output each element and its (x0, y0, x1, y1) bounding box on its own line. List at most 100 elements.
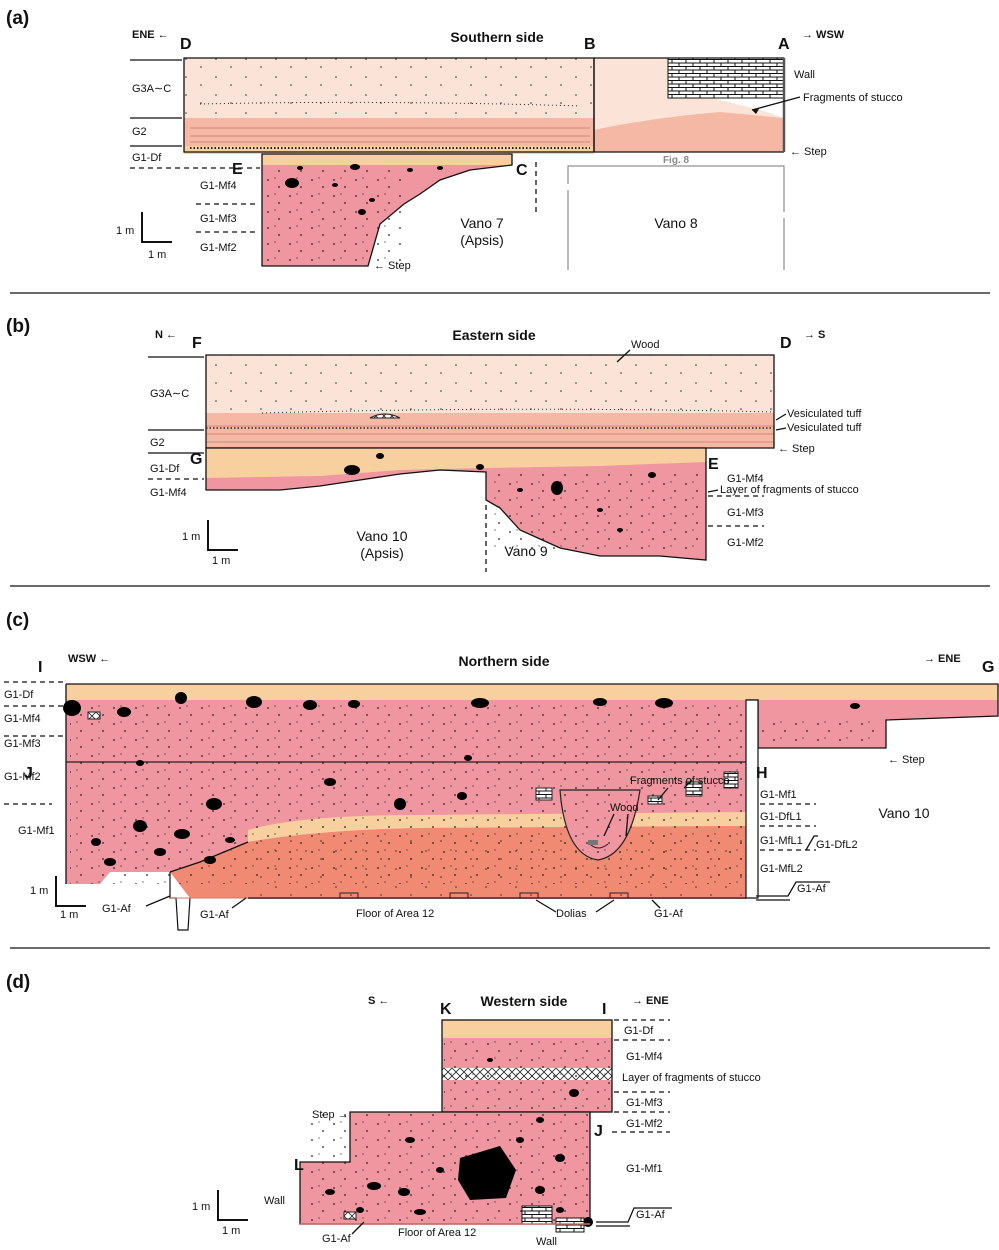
note-af-2: G1-Af (200, 909, 230, 921)
layer-label-right-mfl1-c: G1-MfL1 (760, 835, 803, 847)
pumice-clasts (285, 164, 443, 215)
panel-b-dir-right: → S (804, 329, 825, 341)
panel-a-label: (a) (6, 8, 29, 29)
note-wood-c: Wood (610, 802, 639, 814)
layer-label-df-b: G1-Df (150, 463, 180, 475)
layer-label-mf2-d: G1-Mf2 (626, 1118, 663, 1130)
note-step-a1: ← Step (790, 146, 827, 158)
vano-8-label: Vano 8 (654, 215, 698, 231)
note-af-1: G1-Af (102, 903, 132, 915)
pumice-clasts-c (63, 692, 860, 866)
layer-label-mf4-d: G1-Mf4 (626, 1051, 663, 1063)
layer-label-af-d: G1-Af (636, 1209, 666, 1221)
layer-label-mf3-c: G1-Mf3 (4, 738, 41, 750)
panel-b-title: Eastern side (452, 327, 535, 343)
layer-label-g3-b: G3A∼C (150, 388, 189, 400)
point-d-b: D (780, 335, 792, 352)
note-wall-d2: Wall (536, 1236, 557, 1248)
layer-label-right-dfl1-c: G1-DfL1 (760, 811, 802, 823)
point-g: G (190, 451, 202, 468)
point-c: C (516, 162, 528, 179)
layer-label-mf3: G1-Mf3 (200, 213, 237, 225)
panel-c-label: (c) (6, 610, 29, 631)
point-j-d: J (594, 1123, 603, 1140)
layer-label-right-mf1-c: G1-Mf1 (760, 789, 797, 801)
point-a: A (778, 36, 790, 53)
note-fragments-stucco-c: Fragments of stucco (630, 775, 730, 787)
layer-label-mf4-c: G1-Mf4 (4, 713, 41, 725)
scale-v-d: 1 m (192, 1201, 210, 1213)
layer-label-g1-df: G1-Df (132, 152, 162, 164)
point-d: D (180, 36, 192, 53)
panel-d-label: (d) (6, 972, 30, 993)
note-layer-stucco-d: Layer of fragments of stucco (622, 1072, 761, 1084)
wall-post-c (745, 699, 759, 899)
scale-bar-d (217, 1190, 248, 1221)
scale-bar-c (55, 876, 86, 907)
note-tuff-1: Vesiculated tuff (787, 408, 862, 420)
panel-b-dir-left: N ← (155, 329, 177, 341)
layer-label-mf2: G1-Mf2 (200, 242, 237, 254)
point-f: F (192, 335, 202, 352)
layer-label-df-d: G1-Df (624, 1025, 654, 1037)
panel-c-title: Northern side (458, 653, 549, 669)
scale-bar-b (207, 520, 238, 551)
note-af-3: G1-Af (654, 908, 684, 920)
panel-a-dir-left: ENE ← (132, 29, 169, 41)
scale-h-d: 1 m (222, 1225, 240, 1237)
point-k: K (440, 1001, 452, 1018)
point-e-b: E (708, 456, 719, 473)
layer-label-right-dfl2-c: G1-DfL2 (816, 839, 858, 851)
note-tuff-2: Vesiculated tuff (787, 422, 862, 434)
point-b: B (584, 36, 596, 53)
point-i: I (38, 659, 42, 676)
note-floor-c: Floor of Area 12 (356, 908, 434, 920)
layer-df-c (66, 684, 998, 700)
layer-label-mf4-b: G1-Mf4 (150, 487, 187, 499)
note-layer-stucco-b: Layer of fragments of stucco (720, 484, 859, 496)
note-dolias: Dolias (556, 908, 587, 920)
scale-h-a: 1 m (148, 249, 166, 261)
panel-b: (b) Eastern side N ← → S F D G E G3A∼C G… (6, 316, 862, 572)
pumice-clasts-b (344, 453, 656, 532)
layer-label-g2-b: G2 (150, 437, 165, 449)
layer-label-right-mf2-b: G1-Mf2 (727, 537, 764, 549)
wall (667, 57, 785, 99)
layer-label-mf4: G1-Mf4 (200, 180, 237, 192)
panel-d-dir-left: S ← (368, 995, 389, 1007)
note-floor-d: Floor of Area 12 (398, 1227, 476, 1239)
layer-label-g3: G3A∼C (132, 83, 171, 95)
point-g-c: G (982, 659, 994, 676)
panel-c: (c) Northern side WSW ← → ENE I G (4, 610, 999, 931)
note-step-c: ← Step (888, 754, 925, 766)
note-step-b: ← Step (778, 443, 815, 455)
scale-v-a: 1 m (116, 225, 134, 237)
wall-d (521, 1205, 553, 1225)
panel-d-dir-right: → ENE (632, 995, 669, 1007)
vano-9-label: Vano 9 (504, 543, 548, 559)
pumice-clasts-d (325, 1058, 593, 1227)
layer-label-g2: G2 (132, 126, 147, 138)
note-wall: Wall (794, 69, 815, 81)
layer-label-mf1-c: G1-Mf1 (18, 825, 55, 837)
point-j: J (24, 765, 33, 782)
panel-a: (a) Southern side ENE ← → WSW D B A (6, 8, 903, 272)
scale-h-c: 1 m (60, 909, 78, 921)
note-af-d: G1-Af (322, 1233, 352, 1245)
panel-d-title: Western side (481, 993, 568, 1009)
vano-7-apsis: (Apsis) (460, 232, 504, 248)
scale-v-b: 1 m (182, 531, 200, 543)
fig-8-reference: Fig. 8 (663, 155, 690, 166)
note-fragments-of-stucco: Fragments of stucco (803, 92, 903, 104)
point-h: H (756, 765, 768, 782)
panel-c-dir-left: WSW ← (68, 653, 110, 665)
layer-label-mf2-c: G1-Mf2 (4, 771, 41, 783)
note-wall-d1: Wall (264, 1195, 285, 1207)
note-wood-b: Wood (631, 339, 660, 351)
scale-h-b: 1 m (212, 555, 230, 567)
vano-10-label-b: Vano 10 (356, 528, 407, 544)
layer-g2 (184, 118, 594, 148)
panel-b-label: (b) (6, 316, 30, 337)
scale-bar-a (141, 212, 172, 243)
